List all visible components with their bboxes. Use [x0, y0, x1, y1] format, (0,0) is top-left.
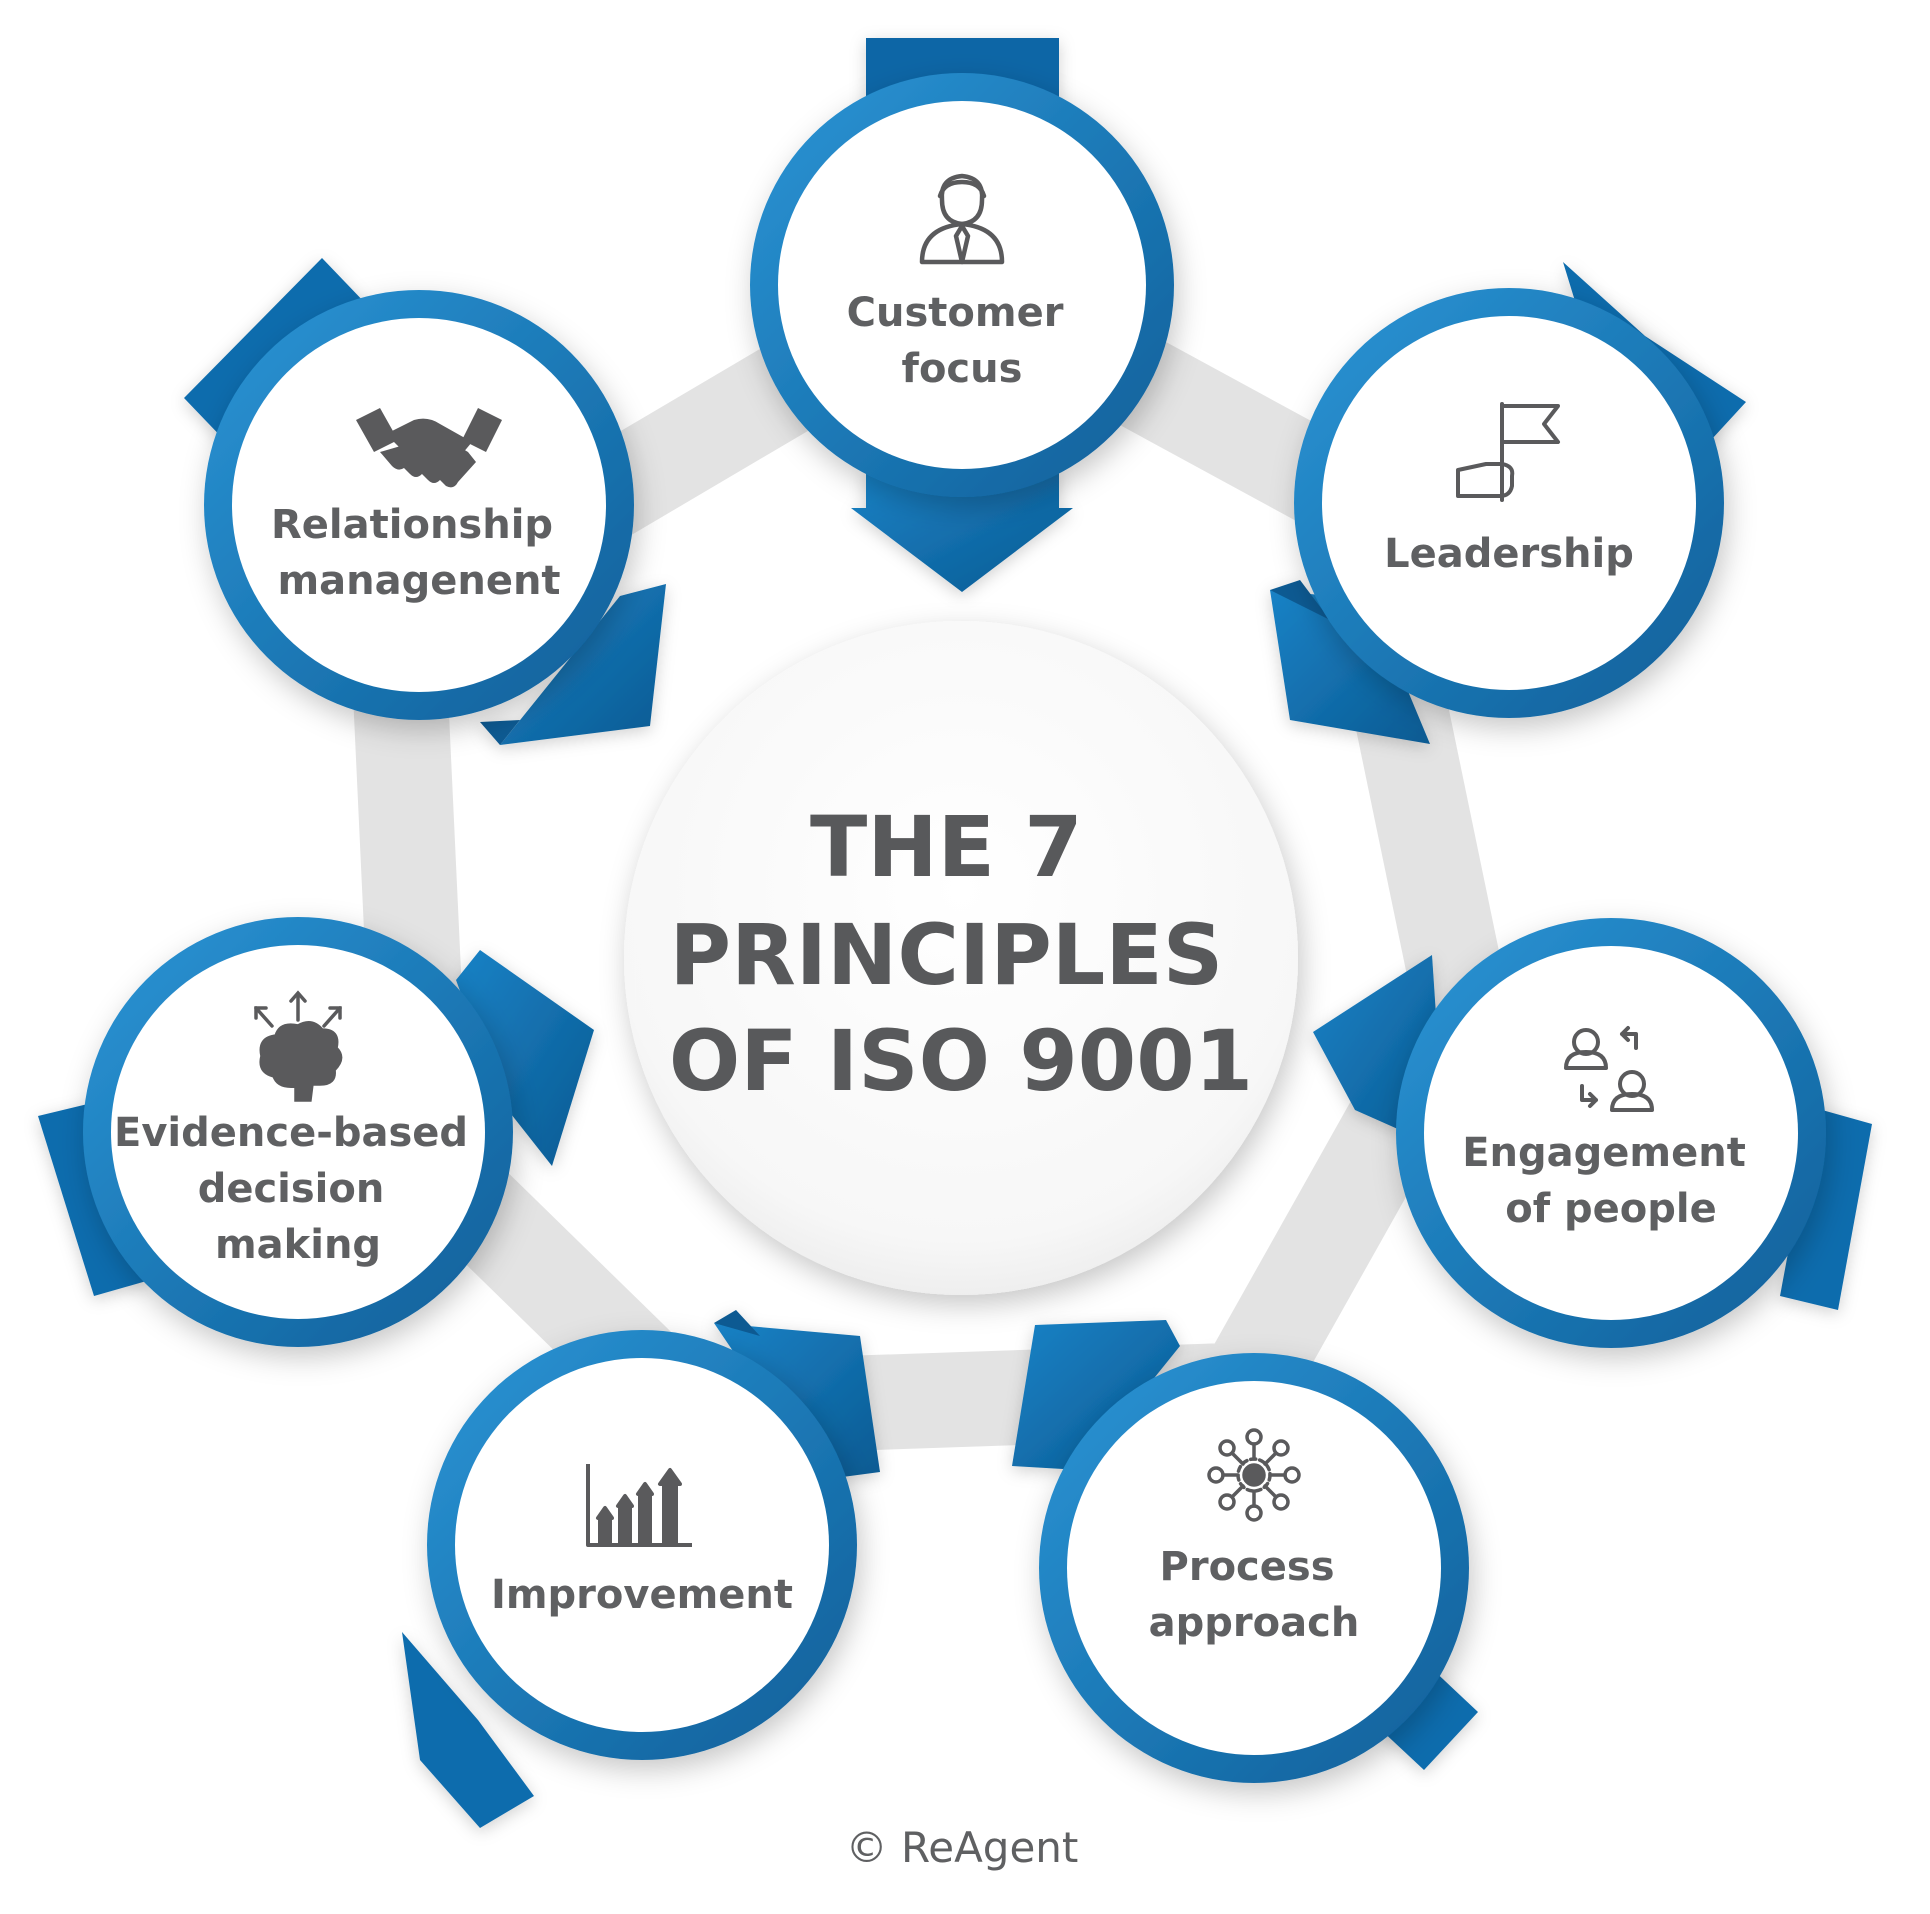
customer-icon: [919, 173, 1005, 265]
center-title-circle: THE 7 PRINCIPLES OF ISO 9001: [624, 621, 1298, 1295]
copyright-credit: © ReAgent: [846, 1823, 1079, 1872]
principle-relationship-management: Relationship managenent: [184, 258, 666, 745]
label-improvement: Improvement: [491, 1572, 793, 1618]
svg-text:THE 7 PRINCIPLES O: THE 7 PRINCIPLES OF ISO 9001: [669, 798, 1253, 1110]
people-exchange-icon: [1564, 1026, 1654, 1112]
svg-text:Improvement: Improvement: [491, 1572, 793, 1618]
principle-engagement-of-people: Engagement of people: [1313, 918, 1872, 1348]
principle-leadership: Leadership: [1270, 262, 1746, 744]
svg-text:Engagement of people: Engagement of people: [1462, 1130, 1760, 1232]
label-process-line-2: approach: [1149, 1600, 1360, 1646]
principle-process-approach: Process approach: [1012, 1320, 1478, 1783]
title-line-3: OF ISO 9001: [669, 1012, 1253, 1110]
principle-evidence-based-decision-making: Evidence-based decision making: [38, 917, 594, 1347]
brain-ideas-icon: [254, 990, 343, 1102]
label-engagement-line-2: of people: [1505, 1186, 1717, 1232]
principle-customer-focus: Customer focus: [750, 38, 1174, 592]
principle-improvement: Improvement: [402, 1310, 880, 1828]
process-network-icon: [1207, 1428, 1301, 1522]
title-line-1: THE 7: [810, 798, 1083, 896]
svg-text:Relationship managenent: Relationship managenent: [271, 502, 567, 604]
svg-text:Evidence-based decision: Evidence-based decision making: [114, 1110, 482, 1268]
svg-text:Leadership: Leadership: [1384, 531, 1634, 577]
handshake-icon: [356, 408, 502, 488]
label-customer-focus-line-1: Customer: [847, 290, 1064, 336]
svg-text:Customer focus: Customer focus: [847, 290, 1078, 392]
label-customer-focus-line-2: focus: [902, 346, 1023, 392]
label-evidence-line-1: Evidence-based: [114, 1110, 468, 1156]
label-evidence-line-3: making: [215, 1222, 381, 1268]
label-engagement-line-1: Engagement: [1462, 1130, 1746, 1176]
label-leadership: Leadership: [1384, 531, 1634, 577]
rising-bars-icon: [586, 1464, 692, 1547]
title-line-2: PRINCIPLES: [670, 906, 1224, 1004]
label-process-line-1: Process: [1160, 1544, 1335, 1590]
svg-text:Process approach: Process approach: [1149, 1544, 1360, 1646]
label-relationship-line-2: managenent: [277, 558, 560, 604]
label-relationship-line-1: Relationship: [271, 502, 553, 548]
label-evidence-line-2: decision: [198, 1166, 385, 1212]
flag-in-hand-icon: [1456, 402, 1560, 502]
